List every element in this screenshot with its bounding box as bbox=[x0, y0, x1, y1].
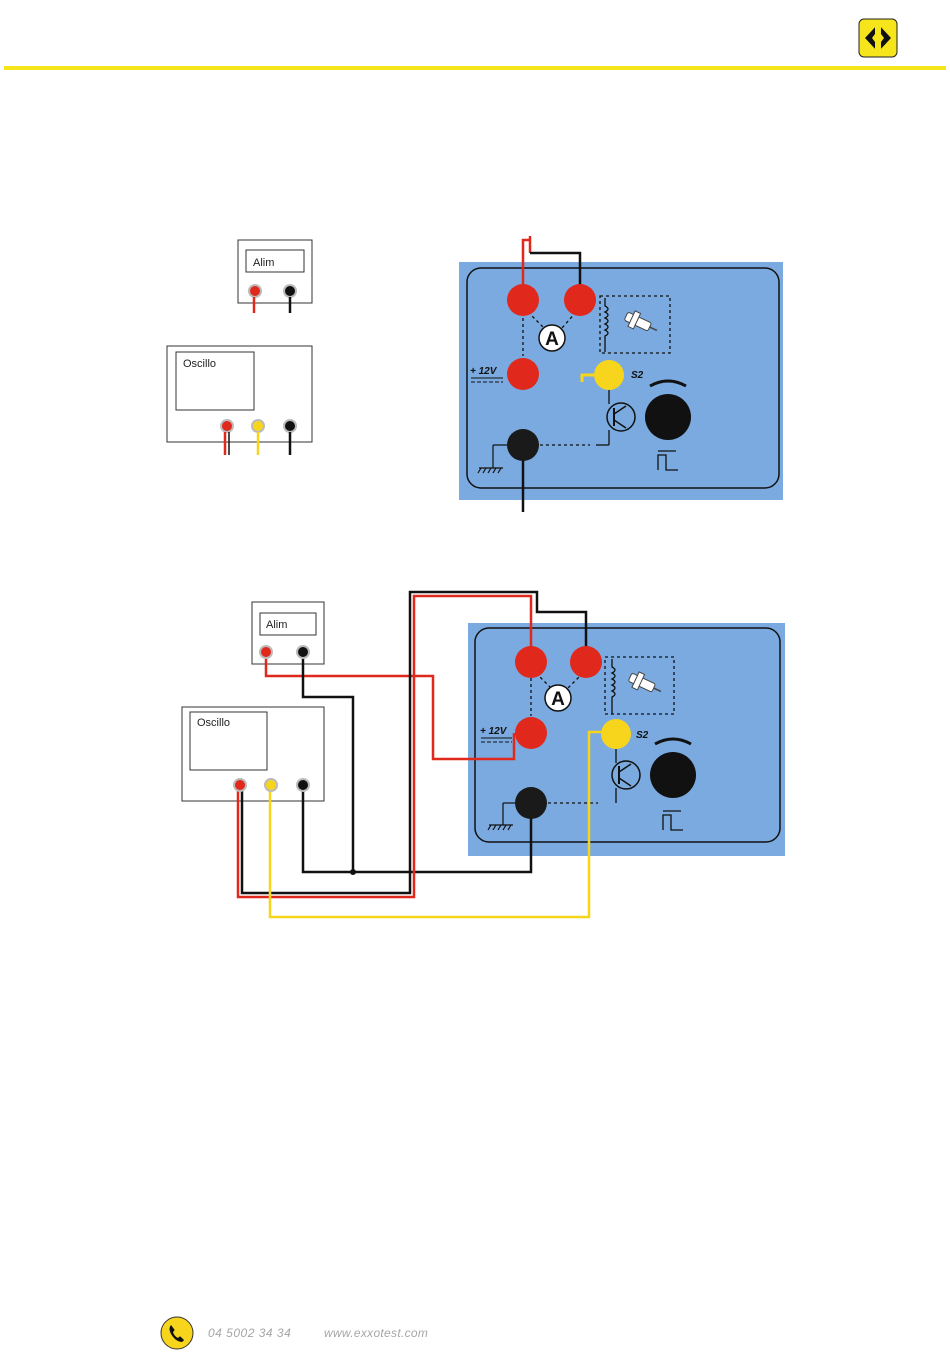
bottom-oscillo-black-terminal bbox=[297, 779, 309, 791]
footer: 04 5002 34 34 www.exxotest.com bbox=[160, 1316, 480, 1350]
bottom-alim-red-terminal bbox=[260, 646, 272, 658]
top-panel-red-terminal-1 bbox=[507, 284, 539, 316]
footer-website[interactable]: www.exxotest.com bbox=[324, 1326, 428, 1340]
top-oscillo-yellow-terminal bbox=[252, 420, 264, 432]
top-test-panel: A + 12V S2 bbox=[459, 236, 783, 512]
top-adjust-knob bbox=[645, 394, 691, 440]
bottom-panel-12v-terminal bbox=[515, 717, 547, 749]
top-panel-ground-terminal bbox=[507, 429, 539, 461]
footer-phone: 04 5002 34 34 bbox=[208, 1326, 291, 1340]
top-alim-device: Alim bbox=[238, 240, 312, 313]
top-alim-black-terminal bbox=[284, 285, 296, 297]
top-diagram: Alim Oscillo bbox=[167, 236, 783, 512]
top-ammeter-label: A bbox=[545, 329, 559, 350]
bottom-alim-black-terminal bbox=[297, 646, 309, 658]
top-oscillo-label: Oscillo bbox=[183, 358, 216, 370]
top-panel-s2-terminal bbox=[594, 360, 624, 390]
top-alim-label: Alim bbox=[253, 257, 274, 269]
bottom-alim-label: Alim bbox=[266, 619, 287, 631]
bottom-oscillo-label: Oscillo bbox=[197, 717, 230, 729]
top-voltage-label: + 12V bbox=[470, 366, 498, 377]
top-oscillo-device: Oscillo bbox=[167, 346, 312, 455]
bottom-panel-ground-terminal bbox=[515, 787, 547, 819]
top-panel-red-terminal-2 bbox=[564, 284, 596, 316]
top-oscillo-red-terminal bbox=[221, 420, 233, 432]
bottom-ammeter-label: A bbox=[551, 689, 565, 710]
bottom-panel-red-terminal-1 bbox=[515, 646, 547, 678]
top-alim-red-terminal bbox=[249, 285, 261, 297]
bottom-voltage-label: + 12V bbox=[480, 726, 508, 737]
bottom-oscillo-red-terminal bbox=[234, 779, 246, 791]
top-panel-12v-terminal bbox=[507, 358, 539, 390]
bottom-panel-s2-terminal bbox=[601, 719, 631, 749]
bottom-adjust-knob bbox=[650, 752, 696, 798]
top-oscillo-black-terminal bbox=[284, 420, 296, 432]
bottom-panel-red-terminal-2 bbox=[570, 646, 602, 678]
phone-icon bbox=[160, 1316, 194, 1350]
bottom-diagram: Alim Oscillo + 12V bbox=[182, 592, 785, 917]
bottom-oscillo-yellow-terminal bbox=[265, 779, 277, 791]
top-sensor-label: S2 bbox=[631, 370, 644, 381]
bottom-sensor-label: S2 bbox=[636, 730, 649, 741]
